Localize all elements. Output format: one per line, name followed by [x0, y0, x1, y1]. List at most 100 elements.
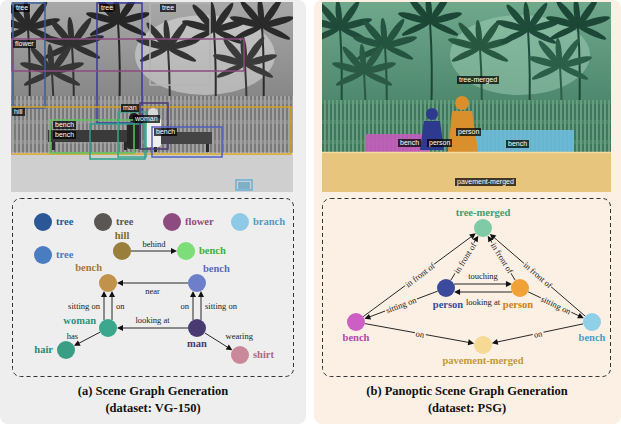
graph-node: hair	[57, 341, 75, 359]
node-label: person	[433, 299, 463, 311]
node-circle	[34, 246, 52, 264]
node-label: hair	[34, 344, 53, 356]
relation-connector	[117, 280, 188, 286]
photo-annotation: bench	[398, 139, 421, 147]
relation-label: behind	[141, 239, 166, 249]
node-circle-shape	[511, 279, 529, 297]
arrow-head	[101, 291, 107, 297]
connector-line	[454, 284, 507, 285]
relation-connector	[198, 291, 204, 320]
node-circle-shape	[163, 213, 181, 231]
node-circle	[231, 346, 249, 364]
figure-caption: (dataset: VG-150)	[105, 401, 200, 416]
node-label: bench	[579, 332, 606, 344]
photo-annotation: pavement-merged	[455, 178, 516, 186]
photo-annotation: person	[456, 128, 481, 136]
node-label: shirt	[253, 349, 274, 361]
arrow-head	[468, 339, 474, 345]
graph-node: bench	[188, 274, 206, 292]
relation-label: wearing	[225, 331, 254, 341]
node-label: bench	[199, 245, 226, 257]
node-circle-shape	[347, 313, 365, 331]
node-circle	[188, 274, 206, 292]
node-label: woman	[63, 315, 96, 327]
graph-frame-b	[323, 199, 611, 377]
arrow-head	[109, 291, 115, 297]
node-label: bench	[343, 332, 370, 344]
node-label: pavement-merged	[442, 355, 523, 367]
connector-line	[122, 328, 188, 329]
node-label: tree	[56, 249, 73, 261]
node-label: tree	[56, 216, 73, 228]
relation-connector	[190, 291, 196, 320]
photo-annotation: woman	[133, 115, 160, 123]
photo-annotation: person	[427, 139, 452, 147]
node-circle	[474, 219, 492, 237]
graph-node: hill	[113, 242, 131, 260]
arrow-head	[492, 339, 498, 345]
arrow-head	[117, 280, 123, 286]
arrow-head	[190, 291, 196, 297]
node-circle-shape	[474, 219, 492, 237]
graph-node: bench	[583, 313, 601, 331]
node-label: tree-merged	[456, 207, 511, 219]
relation-connector	[364, 291, 437, 319]
connector-line	[78, 332, 100, 343]
node-circle-shape	[231, 213, 249, 231]
relation-label: sitting on	[67, 301, 101, 311]
node-label: flower	[185, 216, 214, 228]
arrow-head	[74, 340, 81, 345]
node-circle	[437, 279, 455, 297]
relation-label: on	[531, 328, 543, 340]
node-circle	[113, 242, 131, 260]
node-circle	[231, 213, 249, 231]
arrow-head	[171, 248, 177, 254]
graph-node: flower	[163, 213, 181, 231]
node-label: person	[503, 299, 533, 311]
arrow-head	[577, 313, 584, 318]
figure-caption: (dataset: PSG)	[428, 401, 506, 416]
relation-label: on	[413, 328, 425, 340]
arrow-head	[364, 314, 371, 320]
node-circle	[99, 274, 117, 292]
photo-annotation: tree-merged	[457, 76, 499, 84]
graph-node: bench	[347, 313, 365, 331]
node-label: man	[187, 338, 207, 350]
photo-b	[322, 2, 611, 192]
node-label: tree	[116, 216, 133, 228]
photo-annotation: bench	[506, 140, 529, 148]
graph-node: tree-merged	[474, 219, 492, 237]
photo-annotation: bench	[154, 128, 177, 136]
node-circle	[57, 341, 75, 359]
relation-label: has	[66, 331, 79, 341]
graph-node: pavement-merged	[474, 336, 492, 354]
relation-label: looking at	[465, 297, 501, 307]
node-circle	[474, 336, 492, 354]
node-circle-shape	[177, 242, 195, 260]
connector-line	[193, 296, 194, 320]
graph-node: bench	[99, 274, 117, 292]
graph-node: tree	[34, 246, 52, 264]
connector-line	[201, 296, 202, 320]
arrow-head	[454, 289, 460, 295]
connector-line	[459, 292, 512, 293]
relation-connector	[492, 324, 583, 345]
figure-caption: (a) Scene Graph Generation	[78, 384, 228, 399]
relation-connector	[101, 291, 107, 320]
node-circle-shape	[99, 319, 117, 337]
relation-connector	[454, 289, 512, 295]
connector-line	[363, 236, 472, 316]
relation-label: near	[144, 286, 161, 296]
graph-node: person	[511, 279, 529, 297]
graph-node: tree	[34, 213, 52, 231]
arrow-head	[198, 291, 204, 297]
node-label: branch	[253, 216, 285, 228]
graph-frame-a	[13, 199, 294, 377]
photo-annotation: bench	[53, 131, 76, 139]
arrow-head	[506, 281, 512, 287]
graph-node: branch	[231, 213, 249, 231]
relation-label: on	[115, 301, 126, 311]
node-label: bench	[75, 262, 102, 274]
relation-label: touching	[467, 271, 499, 281]
